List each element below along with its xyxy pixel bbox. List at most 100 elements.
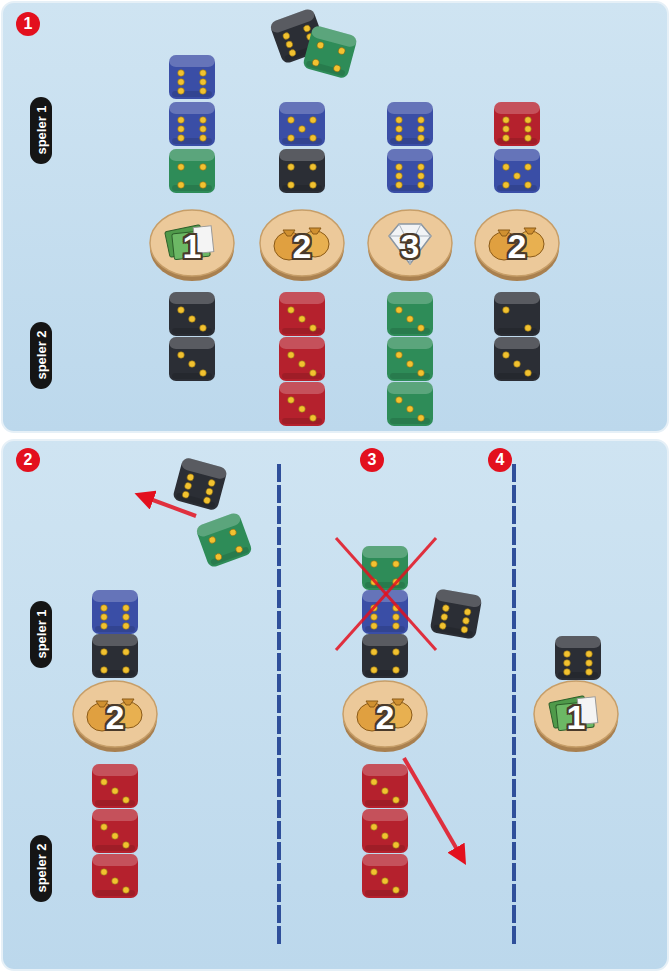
- die-pip: [299, 316, 306, 323]
- die-body: [92, 634, 138, 678]
- die-pip: [503, 126, 510, 133]
- die-pip: [200, 117, 207, 124]
- reward-token: 1: [149, 208, 235, 282]
- die-pip: [418, 325, 425, 332]
- die-top: [92, 590, 138, 602]
- callout-text: 1: [24, 15, 33, 33]
- die-body: [279, 337, 325, 381]
- callout-text: 3: [368, 451, 377, 469]
- die: [92, 854, 138, 898]
- reward-token: 2: [342, 679, 428, 753]
- die-top: [387, 102, 433, 114]
- die-pip: [503, 182, 510, 189]
- die-pip: [514, 173, 521, 180]
- die-pip: [123, 667, 130, 674]
- callout-number: 3: [360, 448, 384, 472]
- token-value: 1: [533, 698, 619, 737]
- die: [430, 588, 483, 639]
- move-arrow: [404, 758, 462, 858]
- die-body: [279, 102, 325, 146]
- die-pip: [418, 164, 425, 171]
- die-body: [169, 292, 215, 336]
- die: [494, 292, 540, 336]
- die-top: [269, 7, 316, 34]
- die-pip: [407, 361, 414, 368]
- die-pip: [200, 79, 207, 86]
- die-body: [387, 337, 433, 381]
- die-top: [279, 102, 325, 114]
- die-body: [279, 149, 325, 193]
- die-pip: [503, 164, 510, 171]
- die: [387, 149, 433, 193]
- die-pip: [407, 316, 414, 323]
- player-name: speler 1: [34, 105, 49, 154]
- die-pip: [200, 126, 207, 133]
- die-pip: [189, 361, 196, 368]
- die-pip: [112, 878, 119, 885]
- die-pip: [396, 182, 403, 189]
- disc-face: [534, 681, 618, 747]
- cross-line: [336, 538, 436, 650]
- die: [362, 854, 408, 898]
- die-top: [279, 149, 325, 161]
- die-top: [279, 337, 325, 349]
- die-pip: [203, 496, 211, 504]
- die-pip: [418, 126, 425, 133]
- die-pip: [288, 117, 295, 124]
- die-pip: [123, 649, 130, 656]
- die-body: [494, 102, 540, 146]
- die-pip: [310, 325, 317, 332]
- die-pip: [310, 370, 317, 377]
- die-body: [362, 546, 408, 590]
- die-top: [362, 764, 408, 776]
- die: [387, 292, 433, 336]
- die-pip: [101, 824, 108, 831]
- die-shade: [433, 624, 473, 637]
- die-body: [362, 634, 408, 678]
- die: [195, 511, 253, 568]
- die-body: [494, 292, 540, 336]
- die-body: [430, 588, 483, 639]
- die-pip: [123, 623, 130, 630]
- die-pip: [371, 667, 378, 674]
- callout-number: 4: [488, 448, 512, 472]
- die-pip: [439, 622, 447, 630]
- dice-group: [92, 7, 601, 898]
- die-top: [387, 292, 433, 304]
- die-pip: [299, 361, 306, 368]
- die-top: [92, 854, 138, 866]
- die: [92, 634, 138, 678]
- callout-text: 2: [24, 451, 33, 469]
- die-pip: [382, 788, 389, 795]
- die-pip: [186, 473, 194, 481]
- die-pip: [371, 869, 378, 876]
- die-pip: [310, 164, 317, 171]
- die-body: [172, 457, 228, 511]
- die-pip: [371, 649, 378, 656]
- die-pip: [123, 887, 130, 894]
- die: [387, 382, 433, 426]
- die-top: [494, 292, 540, 304]
- die-pip: [371, 614, 378, 621]
- die-pip: [178, 135, 185, 142]
- die: [92, 590, 138, 634]
- die: [387, 102, 433, 146]
- die: [279, 149, 325, 193]
- die-pip: [338, 47, 346, 55]
- die: [92, 764, 138, 808]
- die-top: [279, 292, 325, 304]
- token-value: 2: [342, 698, 428, 737]
- die-top: [169, 292, 215, 304]
- die-body: [387, 382, 433, 426]
- die-pip: [316, 41, 324, 49]
- player-name: speler 2: [34, 330, 49, 379]
- die-pip: [393, 614, 400, 621]
- die-pip: [123, 797, 130, 804]
- die: [362, 634, 408, 678]
- die: [279, 102, 325, 146]
- die-pip: [525, 164, 532, 171]
- die-pip: [525, 182, 532, 189]
- die-shade: [306, 60, 346, 76]
- die-pip: [178, 117, 185, 124]
- die-body: [302, 25, 358, 79]
